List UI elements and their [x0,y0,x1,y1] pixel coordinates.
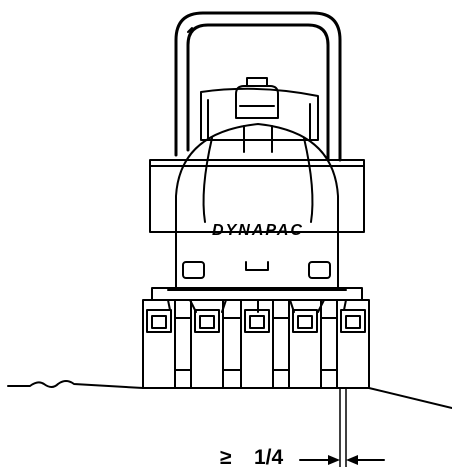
dimension-value: 1/4 [254,446,284,467]
overlap-marker [339,387,347,467]
rear-wheels [174,317,338,371]
wheel-2 [190,299,224,389]
left-headlight [182,261,205,279]
rops-frame [174,11,342,162]
wheel-3 [240,299,274,389]
wheel-1 [142,299,176,389]
ge-symbol: ≥ [220,446,232,467]
brand-label: DYNAPAC [212,222,304,239]
wheel-4 [288,299,322,389]
arrowhead-left [346,455,358,465]
right-headlight [308,261,331,279]
engine-housing [149,77,365,233]
wheel-5 [336,299,370,389]
arrowhead-right [328,455,340,465]
ground-line [7,380,452,409]
